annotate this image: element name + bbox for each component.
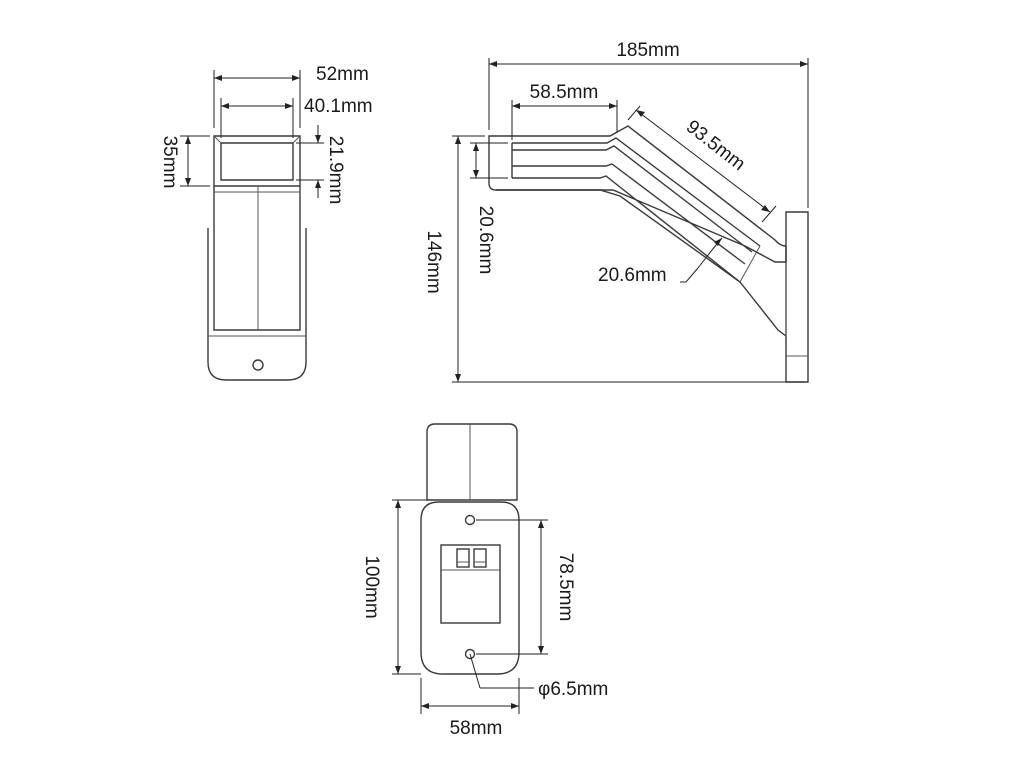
base-mount-hole-bottom	[464, 648, 476, 660]
dim-front-lens-width: 40.1mm	[304, 96, 373, 117]
dim-side-lens-height-right: 20.6mm	[598, 265, 667, 286]
side-housing-outline	[488, 125, 787, 263]
front-mount-hole	[252, 359, 264, 371]
side-lens-top	[512, 137, 761, 247]
front-mount-base	[207, 228, 307, 381]
connector-pin-left	[456, 548, 470, 568]
base-mount-hole-top	[464, 514, 476, 526]
dim-front-height: 35mm	[159, 136, 180, 189]
dim-front-width: 52mm	[316, 64, 369, 85]
dim-side-total-width: 185mm	[616, 40, 679, 61]
dim-side-lens-height-left: 20.6mm	[475, 206, 496, 275]
dim-side-total-height: 146mm	[423, 230, 444, 293]
dim-side-straight-length: 58.5mm	[530, 82, 599, 103]
dim-base-hole-spacing: 78.5mm	[555, 553, 576, 622]
side-lens-bottom	[512, 175, 741, 283]
dim-base-height: 100mm	[361, 555, 382, 618]
base-connector-window	[440, 544, 501, 624]
dim-front-lens-height: 21.9mm	[325, 136, 346, 205]
connector-pin-right	[473, 548, 487, 568]
front-lens	[220, 142, 294, 181]
side-view: 185mm 58.5mm 93.5mm 20.6mm 20.6mm	[423, 40, 809, 383]
front-body	[213, 186, 301, 331]
side-arm	[496, 189, 787, 337]
base-top-housing	[426, 423, 518, 501]
dim-side-angled-length: 93.5mm	[682, 116, 749, 175]
front-view: 52mm 40.1mm 35mm 21.9mm	[159, 64, 373, 381]
dim-base-hole-diameter: φ6.5mm	[538, 679, 608, 700]
base-plate	[420, 501, 520, 675]
base-view: 100mm 78.5mm φ6.5mm 58mm	[361, 423, 608, 739]
dim-base-width: 58mm	[450, 718, 503, 739]
